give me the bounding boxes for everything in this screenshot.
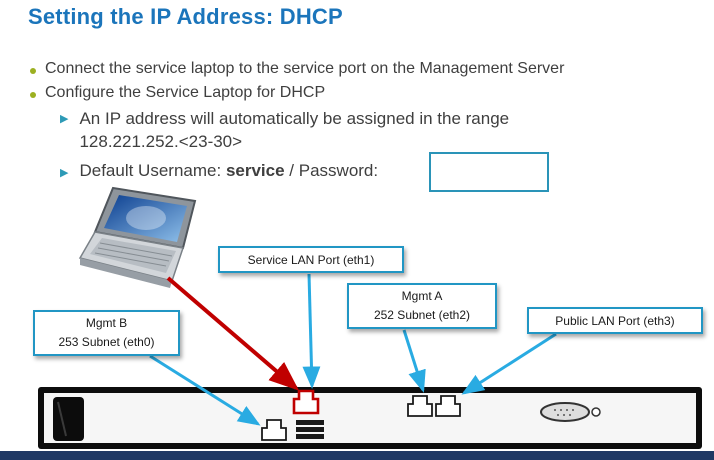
callout-mgmt-a: Mgmt A 252 Subnet (eth2)	[347, 283, 497, 329]
callout-label: Mgmt A	[401, 289, 443, 303]
bullet-dot-icon	[30, 92, 36, 98]
callout-mgmt-b: Mgmt B 253 Subnet (eth0)	[33, 310, 180, 356]
chassis-faceplate	[44, 393, 696, 443]
usb-ports-icon	[296, 420, 324, 439]
arrow-public-lan	[461, 332, 557, 395]
bullet-dot-icon	[30, 68, 36, 74]
laptop-icon	[78, 186, 197, 288]
bullet-connect-laptop: Connect the service laptop to the servic…	[30, 60, 564, 78]
ip-range-line1: An IP address will automatically be assi…	[79, 109, 510, 128]
callout-label: Service LAN Port (eth1)	[247, 252, 375, 267]
ip-range-text: An IP address will automatically be assi…	[79, 107, 509, 153]
laptop-key-rows	[94, 242, 173, 267]
drive-bay-vent	[57, 401, 67, 437]
server-chassis	[38, 387, 702, 449]
arrow-mgmt-b	[149, 354, 261, 426]
bullet-text: Connect the service laptop to the servic…	[45, 60, 565, 77]
serial-port-icon	[540, 402, 601, 422]
callout-public-lan-port: Public LAN Port (eth3)	[527, 307, 703, 334]
mgmt-a-port-eth2-icon	[407, 395, 433, 417]
laptop-screen	[104, 195, 187, 242]
laptop-front-edge	[80, 258, 172, 288]
public-port-eth3-icon	[435, 395, 461, 417]
credentials-prefix: Default Username:	[79, 161, 222, 180]
callout-label: Mgmt B	[85, 316, 128, 330]
page-title: Setting the IP Address: DHCP	[28, 4, 343, 29]
sub-bullet-ip-range: ▶ An IP address will automatically be as…	[60, 107, 600, 153]
service-cable-red	[166, 276, 300, 391]
mgmt-b-port-eth0-icon	[261, 419, 287, 441]
credentials-suffix: / Password:	[289, 161, 379, 180]
callout-sublabel: 252 Subnet (eth2)	[373, 308, 471, 322]
bullet-configure-dhcp: Configure the Service Laptop for DHCP	[30, 84, 325, 102]
credentials-username: service	[225, 161, 285, 180]
sub-bullet-arrow-icon: ▶	[60, 167, 69, 179]
sub-bullet-arrow-icon: ▶	[60, 113, 69, 125]
ip-range-line2: 128.221.252.<23-30>	[79, 132, 243, 151]
arrow-mgmt-a	[402, 329, 426, 393]
arrow-service-lan	[302, 273, 321, 389]
drive-bay	[53, 397, 84, 441]
credentials-text: Default Username: service / Password:	[79, 161, 378, 181]
callout-service-lan-port: Service LAN Port (eth1)	[218, 246, 404, 273]
bullet-text: Configure the Service Laptop for DHCP	[45, 84, 326, 101]
callout-sublabel: 253 Subnet (eth0)	[58, 335, 155, 349]
sub-bullet-credentials: ▶ Default Username: service / Password:	[60, 161, 378, 181]
callout-label: Public LAN Port (eth3)	[555, 313, 675, 328]
slide-footer-bar	[0, 451, 714, 460]
service-port-eth1-icon	[292, 389, 320, 415]
laptop-screen-glare	[126, 206, 166, 230]
password-box	[429, 152, 549, 192]
